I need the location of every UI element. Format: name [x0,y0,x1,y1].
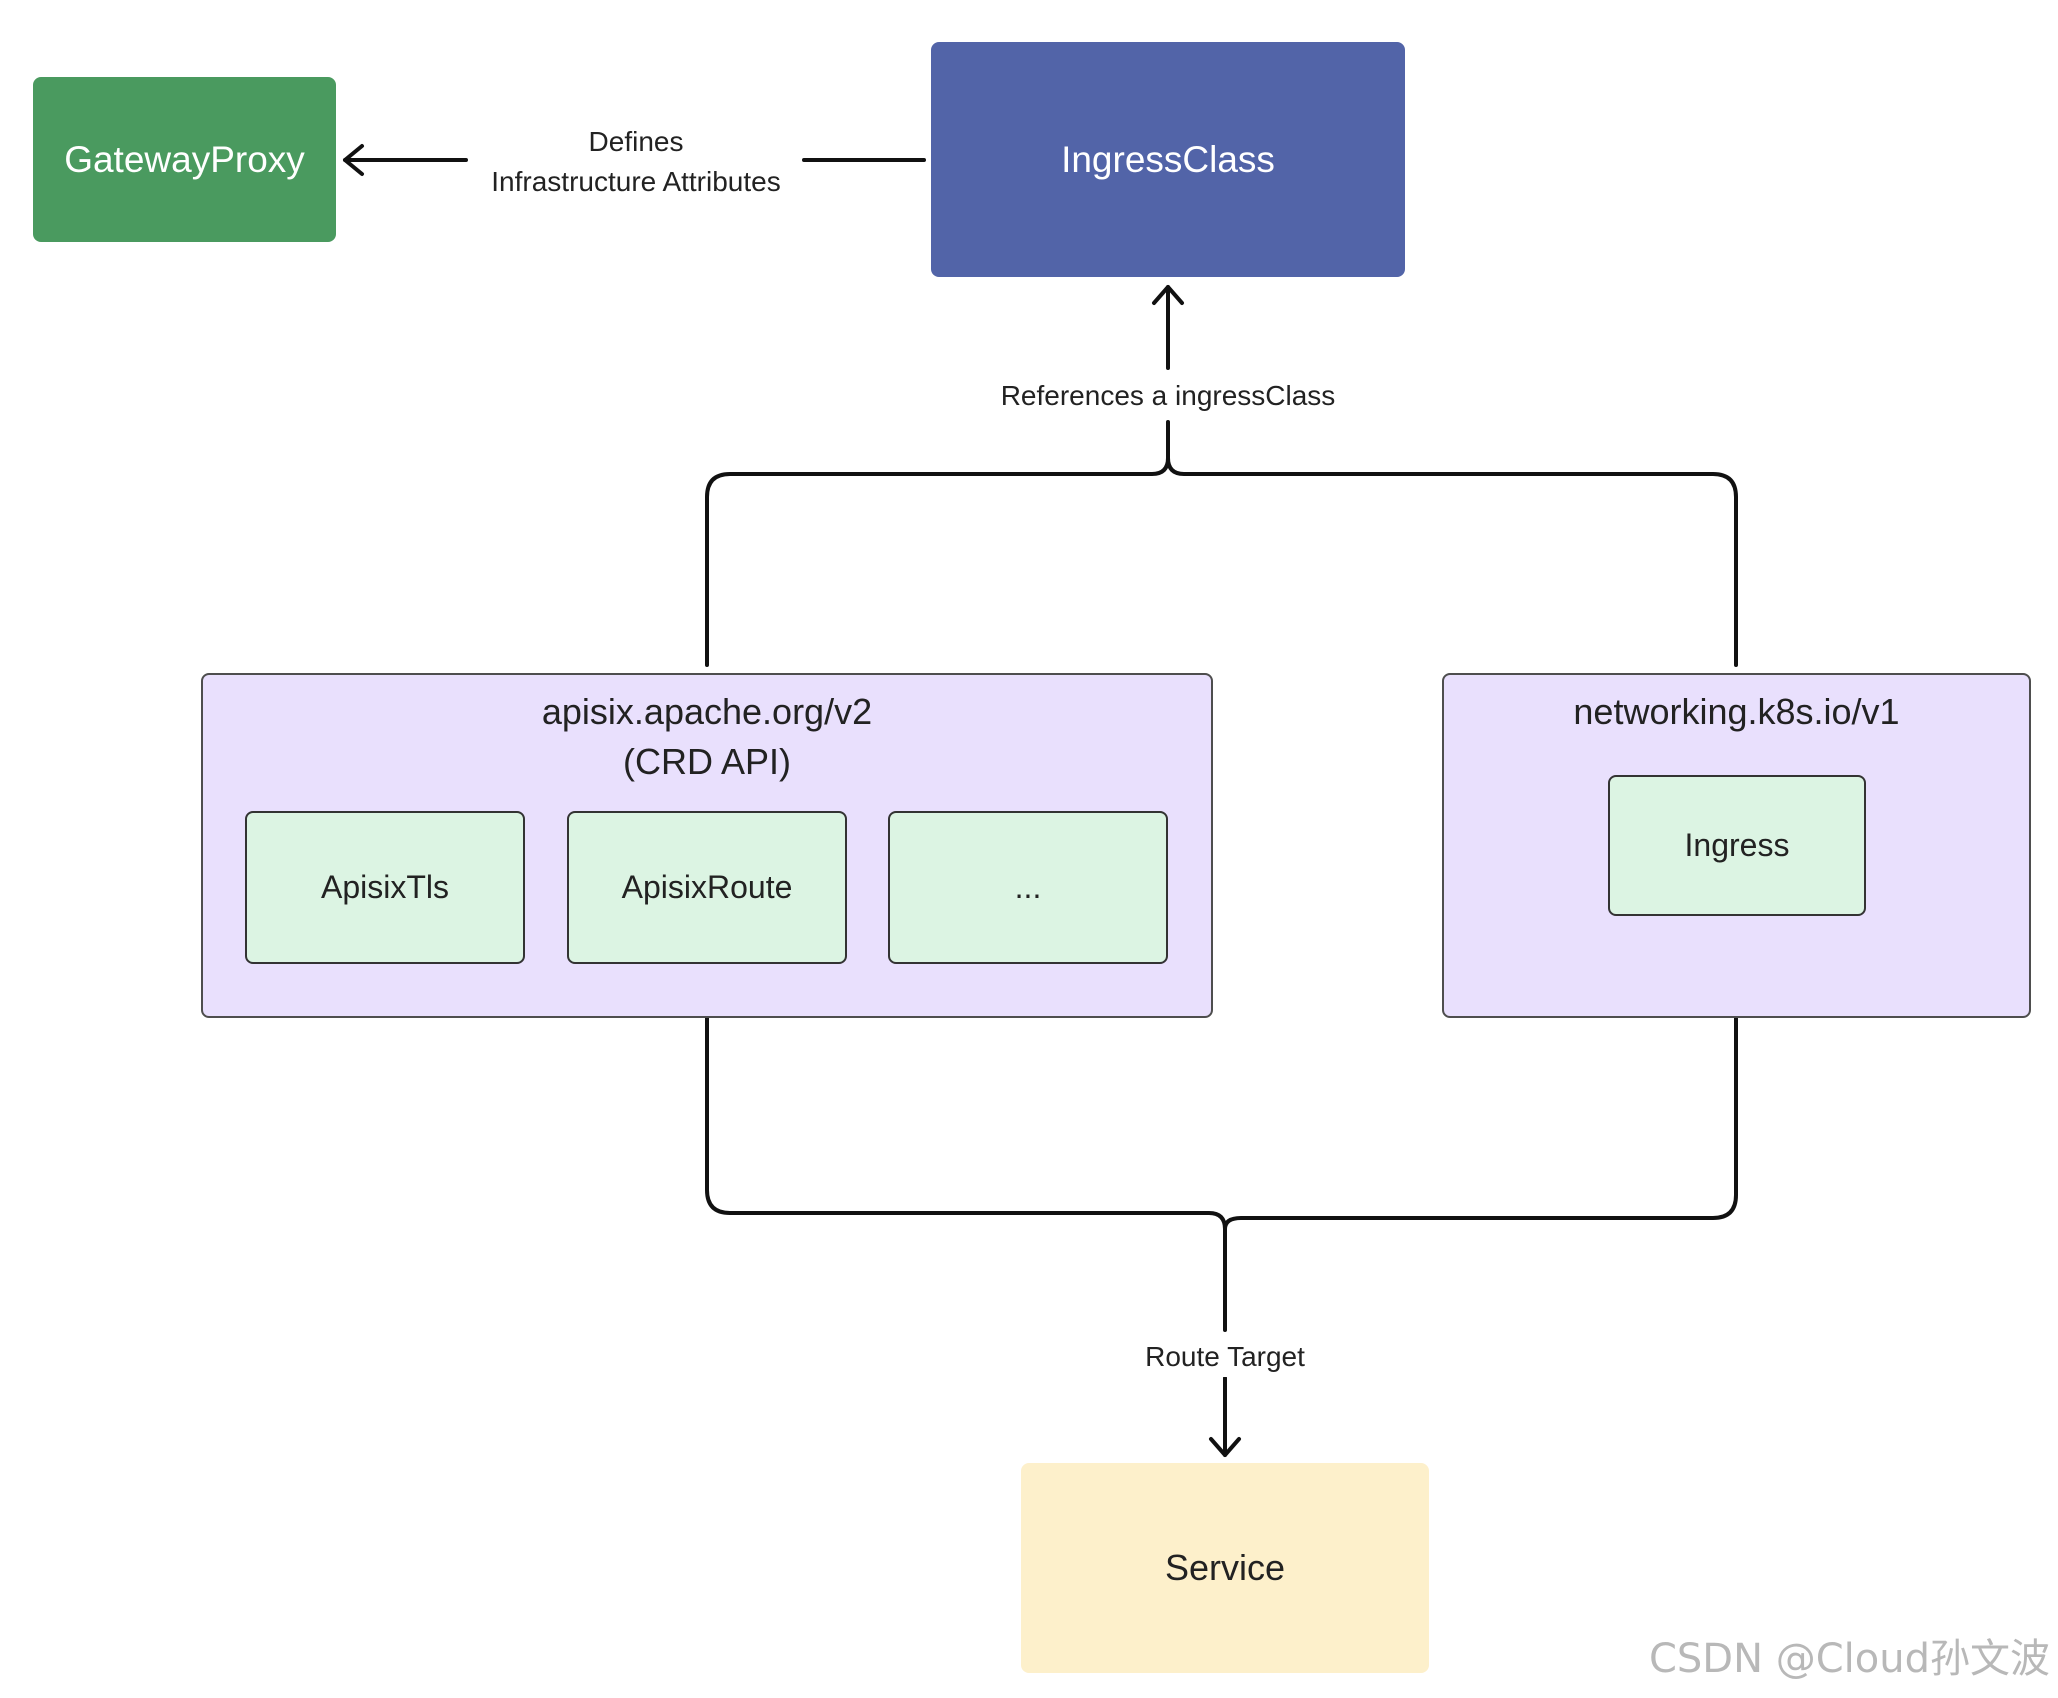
edge-references-bracket [705,420,1738,667]
apisix-group-title: apisix.apache.org/v2 [541,691,873,732]
references-edge-label: References a ingressClass [995,376,1341,416]
ingress-label: Ingress [1684,827,1790,863]
service-label: Service [1164,1547,1286,1588]
defines-label-line2: Infrastructure Attributes [491,166,781,197]
service-node: Service [1021,1463,1429,1673]
apisix-route-node: ApisixRoute [567,811,847,964]
more-resources-node: ... [888,811,1168,964]
k8s-group-title: networking.k8s.io/v1 [1573,691,1900,732]
apisix-tls-node: ApisixTls [245,811,525,964]
apisix-tls-label: ApisixTls [320,869,449,905]
apisix-group-subtitle: (CRD API) [622,741,791,782]
defines-label-line1: Defines [588,126,684,157]
edge-defines-arrowhead [343,144,364,176]
gateway-proxy-node: GatewayProxy [33,77,336,242]
route-target-edge-label: Route Target [1135,1337,1315,1377]
more-resources-label: ... [1014,869,1042,905]
ingress-class-node: IngressClass [931,42,1405,277]
ingress-node: Ingress [1608,775,1866,916]
csdn-watermark: CSDN @Cloud孙文波 [1648,1636,2050,1682]
defines-edge-label: Defines Infrastructure Attributes [470,122,802,202]
gateway-proxy-label: GatewayProxy [64,138,305,180]
edge-references-arrowhead [1152,285,1184,305]
edge-route-arrowhead [1209,1437,1241,1457]
edge-route-bracket [705,923,1738,1332]
apisix-route-label: ApisixRoute [621,869,793,905]
ingress-class-label: IngressClass [1061,138,1275,180]
